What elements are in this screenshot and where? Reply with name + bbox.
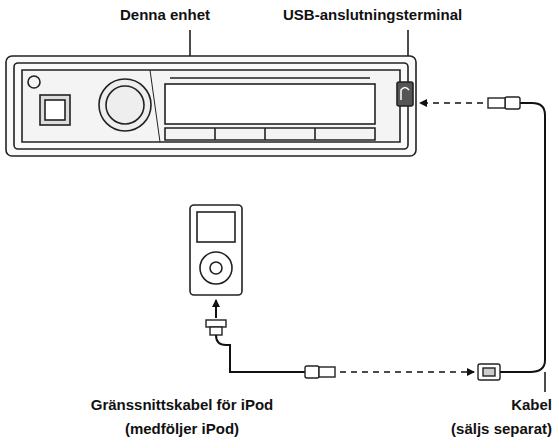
unit-label: Denna enhet [120,3,210,27]
dock-connector [206,320,226,335]
connect-arrow [340,371,474,373]
port-label: USB-anslutningsterminal [283,3,462,27]
usb-socket [478,364,500,380]
ipod-cable [216,335,305,372]
cable-label: Gränssnittskabel för iPod (medföljer iPo… [91,393,274,441]
leader-line [544,372,546,392]
insert-arrow [215,300,217,318]
leader-line [189,30,191,56]
head-unit [6,56,416,156]
extension-cable [500,103,545,372]
usb-plug [305,366,335,378]
usb-plug [488,97,520,109]
ipod [190,205,242,295]
cable-label: Kabel (säljs separat) [451,393,552,441]
connect-arrow [420,102,483,104]
